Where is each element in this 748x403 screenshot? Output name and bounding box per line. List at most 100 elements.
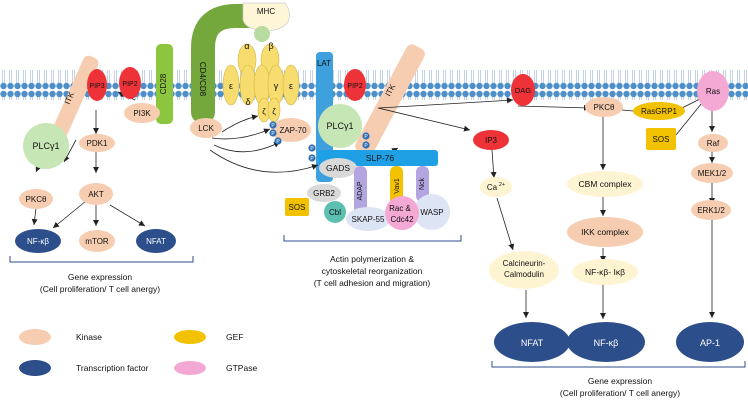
rac-cdc42: Rac & Cdc42 [385,196,419,230]
nck: Nck [416,166,429,202]
grb2: GRB2 [307,184,341,202]
middle-bracket [283,235,462,242]
vav1: Vav1 [390,166,403,206]
epsilon-chain-left: ε [229,81,233,91]
nfat-left: NFAT [136,229,176,253]
phospho-groups: P P P P P P P [269,121,370,162]
peptide [254,26,270,42]
cd28-label: CD28 [159,73,168,94]
legend-gtpase-label: GTPase [226,363,257,373]
epsilon-chain-right: ε [289,81,293,91]
delta-chain: δ [245,97,250,107]
pkct-left: PKCθ [19,189,53,209]
legend-kinase-label: Kinase [76,332,102,342]
sos-middle-label: SOS [289,203,306,212]
legend-gef-swatch [174,330,206,344]
p-label: P [276,139,280,145]
left-caption-line2: (Cell proliferation/ T cell anergy) [40,284,160,294]
ras-label: Ras [706,87,720,96]
cell-membrane [0,70,748,100]
plcg1-left-label: PLCγ1 [32,141,59,151]
pip2-left-label: PIP2 [122,81,137,88]
adap: ADAP [354,166,367,218]
nfat-left-label: NFAT [146,237,166,246]
p-label: P [364,134,368,140]
p-label: P [271,131,275,137]
nck-label: Nck [419,177,426,190]
left-bracket [9,256,194,263]
dag: DAG [511,74,535,106]
pi3k-label: PI3K [133,109,151,118]
p-label: P [271,123,275,129]
zap70-label: ZAP-70 [279,126,307,135]
mek-label: MEK1/2 [698,169,727,178]
erk-label: ERK1/2 [697,206,725,215]
mtor: mTOR [79,230,115,252]
p-label: P [310,156,314,162]
wasp: WASP [414,194,450,230]
gamma-chain: γ [274,81,279,91]
tcr-cd3-complex: α β ε δ γ ε ζ ζ [222,41,300,123]
skap55: SKAP-55 [346,207,390,231]
middle-caption-line3: (T cell adhesion and migration) [314,278,431,288]
slp76-label: SLP-76 [366,153,395,163]
legend-tf-label: Transcription factor [76,363,149,373]
legend-gef-label: GEF [226,332,243,342]
pkct-right: PKCθ [585,97,623,117]
sos-middle: SOS [285,198,309,216]
nfkb-ikb: NF-κβ- Iκβ [572,259,638,285]
ip3: IP3 [473,130,509,150]
cbm-label: CBM complex [579,179,633,189]
dag-label: DAG [515,86,531,95]
pip2-middle-label: PIP2 [347,83,362,90]
plcg1-middle-label: PLCγ1 [326,121,353,131]
sos-right: SOS [646,128,676,150]
itk-middle: ITK [355,44,425,156]
nfat-right: NFAT [494,322,570,362]
middle-caption-line2: cytoskeletal reorganization [322,266,423,276]
legend-kinase-swatch [19,329,51,345]
pi3k: PI3K [124,103,160,123]
wasp-label: WASP [420,208,443,217]
mhc: MHC [242,2,290,42]
lat-label: LAT [317,59,331,68]
ap1-label: AP-1 [700,338,720,348]
legend: Kinase Transcription factor GEF GTPase [19,329,257,376]
mek: MEK1/2 [691,163,733,183]
right-bracket [491,361,746,368]
ca-label: Ca [487,183,498,192]
lck-label: LCK [198,124,214,133]
raf-label: Raf [707,139,720,148]
rac-label: Rac & [389,204,411,213]
pdk1-label: PDK1 [87,139,108,148]
akt-label: AKT [88,190,104,199]
akt: AKT [79,183,113,205]
nfkb-left-label: NF-κβ [27,237,49,246]
plcg1-left: PLCγ1 [23,123,69,169]
nfat-right-label: NFAT [521,338,544,348]
zeta-chain-right: ζ [272,107,276,116]
vav1-label: Vav1 [394,178,401,194]
mhc-label: MHC [257,7,275,16]
lck: LCK [190,118,222,138]
skap55-label: SKAP-55 [352,215,385,224]
nfkb-left: NF-κβ [15,229,61,253]
rasgrp1-label: RasGRP1 [641,107,678,116]
nfkb-right-label: NF-κβ [594,338,619,348]
cdc42-label: Cdc42 [390,215,414,224]
p-label: P [364,143,368,149]
alpha-chain: α [244,41,249,51]
gads-label: GADS [326,163,350,173]
cbl-label: Cbl [329,208,341,217]
cd28: CD28 [156,44,173,124]
cbm-complex: CBM complex [567,171,643,197]
plcg1-middle: PLCγ1 [318,104,362,148]
grb2-label: GRB2 [313,189,335,198]
raf: Raf [698,134,728,152]
cd4-cd8-label: CD4/CD8 [198,62,207,97]
mtor-label: mTOR [85,237,109,246]
zap70: ZAP-70 [271,118,311,142]
ikk-complex: IKK complex [567,217,643,247]
